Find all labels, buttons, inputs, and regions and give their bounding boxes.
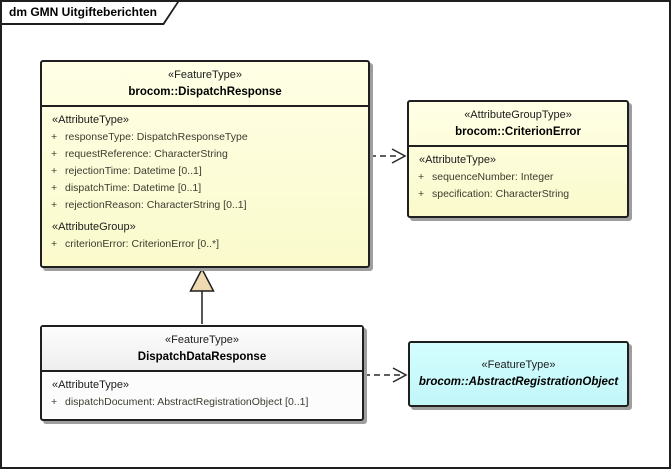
attribute-text: responseType: DispatchResponseType	[65, 131, 248, 143]
attribute-visibility: +	[51, 165, 58, 177]
diagram-title-tab-fill	[2, 2, 177, 23]
attribute-text: dispatchTime: Datetime [0..1]	[65, 182, 202, 194]
diagram-title-tab	[2, 2, 179, 25]
section-label: «AttributeGroup»	[52, 221, 136, 233]
class-stereotype: «FeatureType»	[481, 359, 556, 371]
section-label: «AttributeType»	[419, 154, 497, 166]
class-name: brocom::DispatchResponse	[128, 86, 282, 98]
attribute-text: requestReference: CharacterString	[65, 148, 228, 160]
attribute-visibility: +	[51, 199, 58, 211]
class-compartment: «AttributeType» + dispatchDocument: Abst…	[42, 372, 362, 411]
attribute-visibility: +	[51, 396, 58, 408]
class-box-dispatch-response[interactable]: «FeatureType» brocom::DispatchResponse «…	[40, 60, 370, 268]
attribute-row: + rejectionReason: CharacterString [0..1…	[42, 197, 368, 214]
attribute-visibility: +	[418, 171, 425, 183]
class-name: DispatchDataResponse	[137, 351, 267, 363]
class-stereotype: «FeatureType»	[165, 334, 239, 346]
attribute-visibility: +	[51, 238, 58, 250]
section-label: «AttributeType»	[52, 114, 130, 126]
class-compartment: «AttributeType» + sequenceNumber: Intege…	[409, 147, 627, 203]
class-name: brocom::CriterionError	[455, 126, 581, 138]
attribute-text: rejectionTime: Datetime [0..1]	[65, 165, 202, 177]
attribute-row: + dispatchTime: Datetime [0..1]	[42, 180, 368, 197]
class-compartment: «AttributeType» + responseType: Dispatch…	[42, 107, 368, 253]
attribute-text: sequenceNumber: Integer	[432, 171, 554, 183]
class-box-abstract-registration-object[interactable]: «FeatureType» brocom::AbstractRegistrati…	[408, 341, 629, 407]
diagram-title: dm GMN Uitgifteberichten	[9, 5, 158, 19]
attribute-text: dispatchDocument: AbstractRegistrationOb…	[65, 396, 309, 408]
attribute-row: + criterionError: CriterionError [0..*]	[42, 236, 368, 253]
attribute-row: + rejectionTime: Datetime [0..1]	[42, 163, 368, 180]
attribute-text: specification: CharacterString	[432, 188, 570, 200]
attribute-text: rejectionReason: CharacterString [0..1]	[65, 199, 247, 211]
attribute-visibility: +	[51, 148, 58, 160]
class-name: brocom::AbstractRegistrationObject	[418, 376, 619, 388]
class-header: «FeatureType» DispatchDataResponse	[42, 327, 362, 372]
section-label: «AttributeType»	[52, 379, 130, 391]
attribute-row: + sequenceNumber: Integer	[409, 169, 627, 186]
attribute-row: + specification: CharacterString	[409, 186, 627, 203]
attribute-visibility: +	[51, 131, 58, 143]
class-header: «FeatureType» brocom::AbstractRegistrati…	[410, 343, 627, 405]
class-header: «AttributeGroupType» brocom::CriterionEr…	[409, 102, 627, 147]
class-box-criterion-error[interactable]: «AttributeGroupType» brocom::CriterionEr…	[407, 100, 629, 218]
attribute-row: + responseType: DispatchResponseType	[42, 129, 368, 146]
attribute-visibility: +	[418, 188, 425, 200]
class-header: «FeatureType» brocom::DispatchResponse	[42, 62, 368, 107]
attribute-text: criterionError: CriterionError [0..*]	[65, 238, 220, 250]
attribute-row: + requestReference: CharacterString	[42, 146, 368, 163]
class-stereotype: «AttributeGroupType»	[464, 109, 572, 121]
class-box-dispatch-data-response[interactable]: «FeatureType» DispatchDataResponse «Attr…	[40, 325, 364, 421]
attribute-row: + dispatchDocument: AbstractRegistration…	[42, 394, 362, 411]
class-stereotype: «FeatureType»	[168, 69, 242, 81]
attribute-visibility: +	[51, 182, 58, 194]
